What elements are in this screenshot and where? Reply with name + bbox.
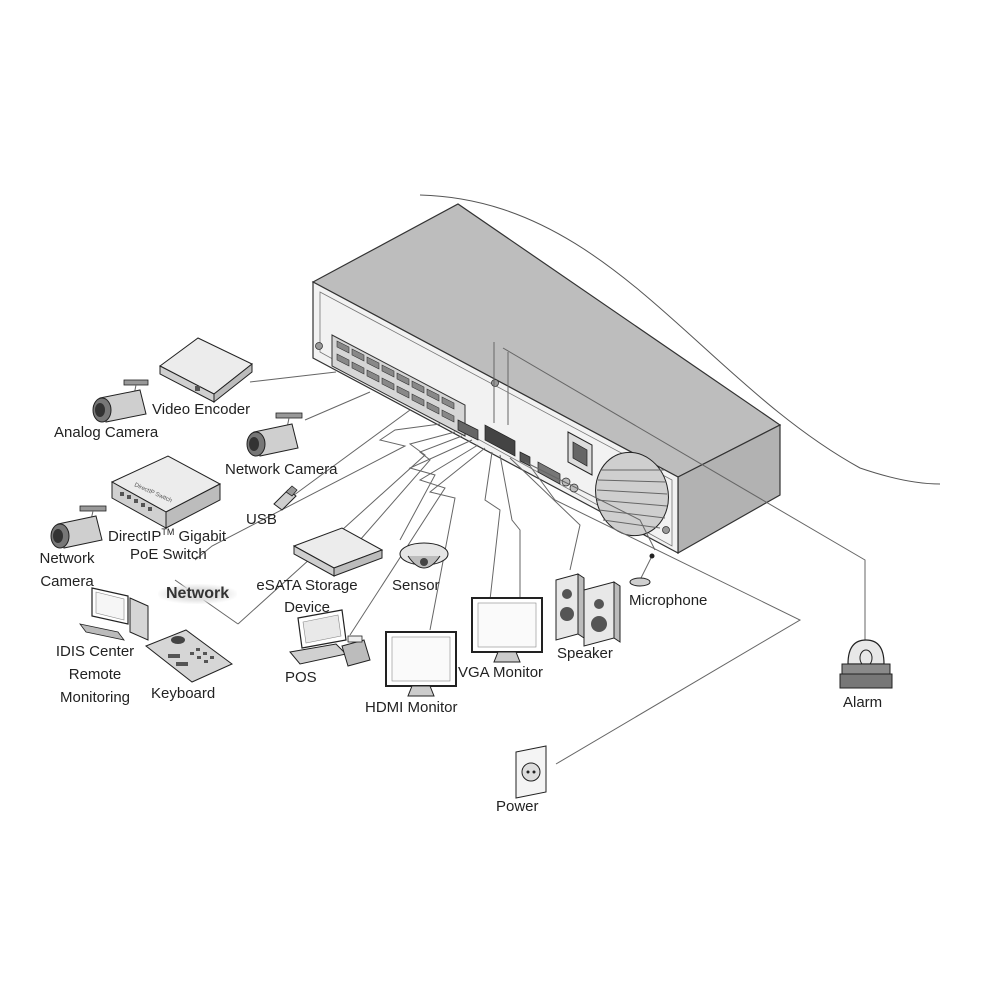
label-poe-switch-line2: PoE Switch — [130, 546, 207, 563]
nvr-recorder — [311, 203, 782, 555]
idis-center-computer-device — [79, 587, 149, 641]
label-poe-switch-line1: DirectIPTM Gigabit — [108, 527, 227, 545]
label-video-encoder: Video Encoder — [152, 401, 251, 418]
analog-camera-device — [92, 379, 149, 423]
cooling-fan — [595, 451, 669, 537]
label-idis-line3: Monitoring — [59, 689, 131, 706]
wall-power-outlet-device — [515, 745, 547, 799]
label-network-camera-top: Network Camera — [225, 461, 338, 478]
label-keyboard: Keyboard — [151, 685, 216, 702]
network-camera-top-device — [246, 412, 303, 457]
dome-sensor-device — [399, 542, 449, 569]
label-speaker: Speaker — [557, 645, 613, 662]
label-vga-monitor: VGA Monitor — [458, 664, 544, 681]
label-network-camera-left-line2: Camera — [40, 573, 94, 590]
vga-monitor-device — [471, 597, 543, 663]
hdmi-monitor-device — [385, 631, 457, 697]
network-camera-left-device — [50, 505, 107, 549]
label-sensor: Sensor — [392, 577, 440, 594]
poe-switch-device: DirectIP Switch — [110, 455, 222, 529]
label-analog-camera: Analog Camera — [54, 424, 159, 441]
usb-stick-device — [273, 485, 298, 511]
ethernet-port-block — [331, 334, 466, 437]
label-usb: USB — [246, 511, 277, 528]
label-power: Power — [496, 798, 539, 815]
background-curve-line — [419, 194, 941, 485]
keyboard-controller-device — [145, 629, 233, 683]
alarm-beacon-device — [839, 639, 893, 689]
label-microphone: Microphone — [629, 592, 708, 609]
label-idis-line2: Remote — [68, 666, 122, 683]
esata-storage-device — [292, 527, 384, 577]
label-esata-line2: Device — [284, 599, 330, 616]
microphone-device — [629, 553, 655, 587]
label-network-camera-left-line1: Network — [39, 550, 95, 567]
label-network: Network — [158, 584, 238, 604]
unit-power-socket — [567, 431, 593, 476]
video-encoder-device — [159, 337, 253, 404]
io-connectors — [457, 419, 579, 493]
speaker-device — [555, 573, 621, 647]
label-alarm: Alarm — [843, 694, 883, 711]
label-hdmi-monitor: HDMI Monitor — [365, 699, 458, 716]
label-pos: POS — [285, 669, 317, 686]
label-esata-line1: eSATA Storage — [256, 577, 358, 594]
connection-wires — [174, 342, 866, 765]
label-idis-line1: IDIS Center — [55, 643, 135, 660]
pos-terminal-device — [289, 609, 371, 667]
